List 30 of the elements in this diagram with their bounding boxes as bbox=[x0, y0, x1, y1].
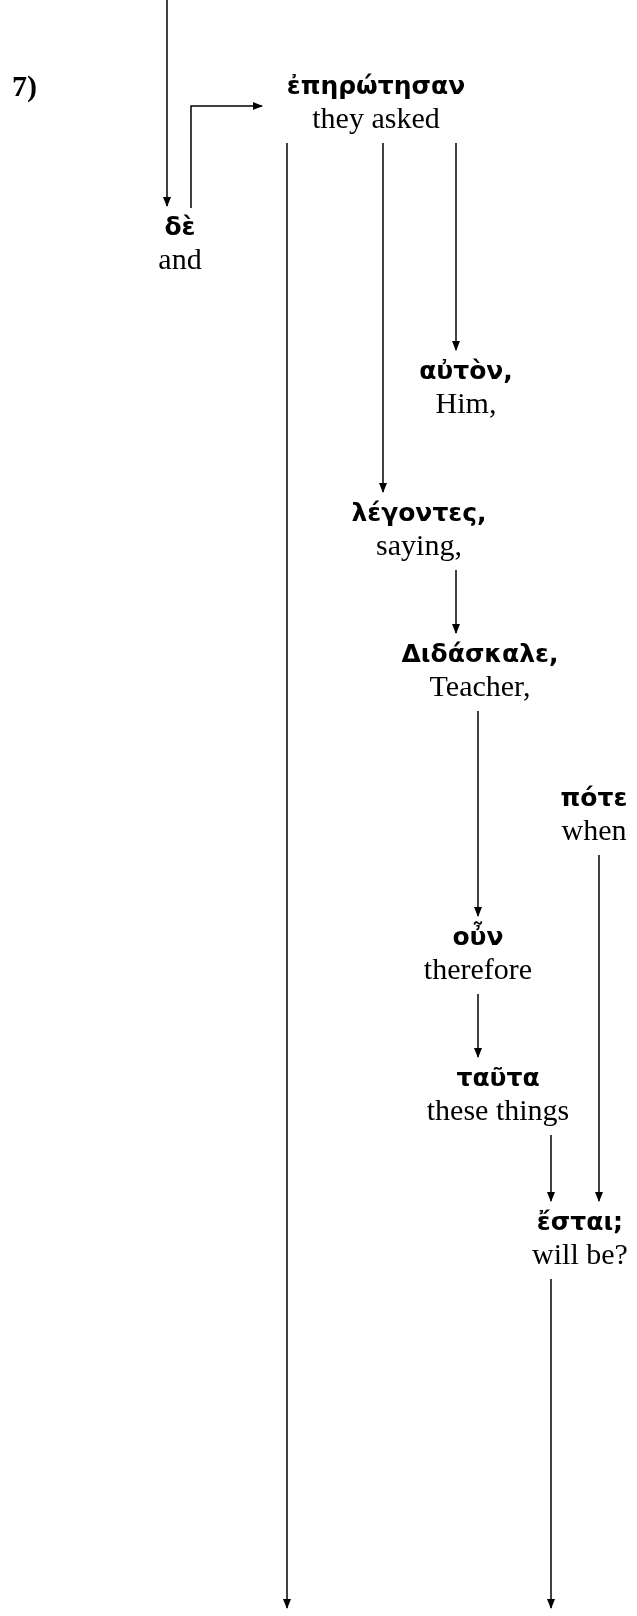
english-gloss: they asked bbox=[312, 101, 440, 135]
arrow bbox=[474, 993, 482, 1058]
greek-word: ἔσται; bbox=[536, 1207, 624, 1237]
verse-number: 7) bbox=[12, 69, 37, 103]
greek-word: ταῦτα bbox=[456, 1063, 540, 1093]
english-gloss: will be? bbox=[532, 1237, 628, 1271]
greek-word: αὐτὸν, bbox=[419, 356, 513, 386]
english-gloss: when bbox=[561, 813, 627, 847]
arrow bbox=[283, 142, 291, 1609]
arrow bbox=[452, 142, 460, 351]
arrow bbox=[595, 854, 603, 1202]
arrow bbox=[379, 142, 387, 493]
arrow bbox=[547, 1134, 555, 1202]
greek-word: δὲ bbox=[164, 212, 196, 242]
arrow bbox=[452, 569, 460, 634]
greek-word: λέγοντες, bbox=[351, 498, 487, 528]
arrow bbox=[474, 710, 482, 917]
arrow bbox=[190, 102, 263, 209]
greek-word: οὖν bbox=[452, 922, 504, 952]
english-gloss: Him, bbox=[435, 386, 497, 420]
english-gloss: these things bbox=[426, 1093, 570, 1127]
english-gloss: and bbox=[158, 242, 202, 276]
arrow bbox=[163, 0, 171, 207]
greek-word: πότε bbox=[560, 783, 628, 813]
english-gloss: therefore bbox=[423, 952, 533, 986]
greek-word: ἐπηρώτησαν bbox=[286, 71, 466, 101]
english-gloss: Teacher, bbox=[429, 669, 531, 703]
english-gloss: saying, bbox=[376, 528, 462, 562]
greek-word: Διδάσκαλε, bbox=[401, 639, 559, 669]
arrow bbox=[547, 1278, 555, 1609]
